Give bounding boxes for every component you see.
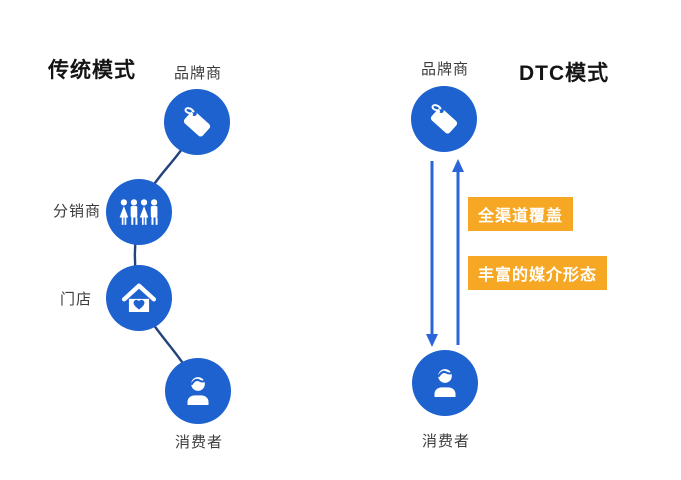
- node-distributor: [106, 179, 172, 245]
- highlight-omnichannel: 全渠道覆盖: [468, 197, 574, 231]
- highlight-rich-media: 丰富的媒介形态: [468, 256, 608, 290]
- upward-arrow-head: [452, 159, 464, 172]
- person-icon: [434, 369, 456, 397]
- label-consumer-dtc: 消费者: [421, 433, 471, 450]
- people-group-icon: [119, 199, 158, 225]
- traditional-chain-connector: [133, 121, 200, 392]
- house-heart-icon: [121, 283, 157, 312]
- label-store: 门店: [60, 291, 93, 308]
- person-icon: [187, 377, 209, 405]
- label-brand-dtc: 品牌商: [420, 61, 470, 78]
- node-brand-traditional: [164, 89, 230, 155]
- node-brand-dtc: [411, 86, 477, 152]
- label-distributor: 分销商: [53, 203, 102, 220]
- node-consumer-dtc: [412, 350, 478, 416]
- node-store: [106, 265, 172, 331]
- dtc-model-title: DTC模式: [519, 62, 610, 85]
- price-tag-icon: [183, 107, 211, 137]
- price-tag-icon: [430, 104, 458, 134]
- downward-arrow-head: [426, 334, 438, 347]
- traditional-model-title: 传统模式: [48, 59, 136, 82]
- node-consumer-traditional: [165, 358, 231, 424]
- label-consumer-traditional: 消费者: [174, 434, 224, 451]
- label-brand-traditional: 品牌商: [173, 65, 223, 82]
